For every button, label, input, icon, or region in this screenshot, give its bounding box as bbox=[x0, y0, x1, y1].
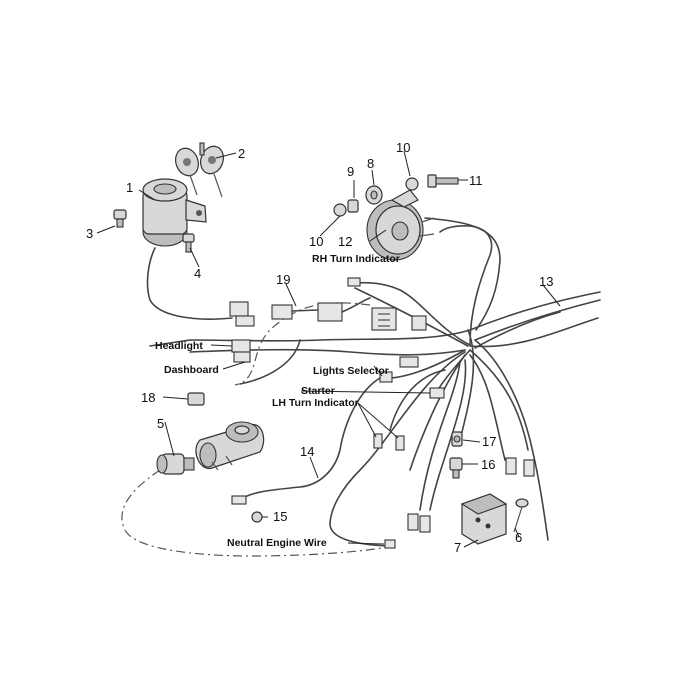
bolt-11 bbox=[427, 174, 459, 188]
callout-10b: 10 bbox=[396, 140, 410, 155]
callout-15: 15 bbox=[273, 509, 287, 524]
starter-relay-connector bbox=[399, 356, 419, 368]
callout-4: 4 bbox=[194, 266, 201, 281]
label-dashboard: Dashboard bbox=[164, 364, 219, 376]
connector-19 bbox=[271, 297, 371, 322]
wire-labels: RH Turn Indicator Headlight Dashboard Li… bbox=[155, 253, 400, 549]
main-wiring-harness bbox=[149, 225, 601, 547]
callout-3: 3 bbox=[86, 226, 93, 241]
harness-end-connector-a bbox=[505, 457, 517, 475]
callout-6: 6 bbox=[515, 530, 522, 545]
sensor-17 bbox=[451, 431, 463, 447]
label-lights-selector: Lights Selector bbox=[313, 365, 389, 377]
callout-17: 17 bbox=[482, 434, 496, 449]
fuse-wire-end bbox=[231, 495, 247, 505]
leader-lines bbox=[96, 150, 561, 548]
relay-box-7 bbox=[460, 493, 508, 545]
washer-10b bbox=[405, 177, 419, 191]
starter-solenoid bbox=[195, 421, 265, 471]
keys bbox=[175, 142, 224, 198]
label-starter: Starter bbox=[301, 385, 335, 397]
ignition-wire bbox=[146, 247, 233, 320]
callout-19: 19 bbox=[276, 272, 290, 287]
horn bbox=[366, 189, 435, 261]
neutral-connector-a bbox=[407, 513, 419, 531]
harness-end-connector-b bbox=[523, 459, 535, 477]
neutral-switch-5 bbox=[156, 453, 195, 475]
part-18 bbox=[187, 392, 205, 406]
callout-9: 9 bbox=[347, 164, 354, 179]
neutral-connector-b bbox=[419, 515, 431, 533]
callout-12: 12 bbox=[338, 234, 352, 249]
callout-11: 11 bbox=[469, 173, 483, 188]
callout-1: 1 bbox=[126, 180, 133, 195]
callout-16: 16 bbox=[481, 457, 495, 472]
headlight-connector bbox=[231, 339, 251, 363]
screw-4 bbox=[182, 233, 195, 253]
label-headlight: Headlight bbox=[155, 340, 203, 352]
callout-13: 13 bbox=[539, 274, 553, 289]
label-rh-turn-indicator: RH Turn Indicator bbox=[312, 253, 400, 265]
starter-connector bbox=[429, 387, 445, 399]
label-lh-turn-indicator: LH Turn Indicator bbox=[272, 397, 359, 409]
screw-3 bbox=[113, 209, 127, 228]
callout-numbers: 1 2 3 4 5 6 7 8 9 10 10 11 12 13 14 15 1… bbox=[86, 140, 553, 555]
callout-10a: 10 bbox=[309, 234, 323, 249]
callout-5: 5 bbox=[157, 416, 164, 431]
callout-8: 8 bbox=[367, 156, 374, 171]
washer-10a bbox=[333, 203, 347, 217]
screw-6 bbox=[513, 498, 529, 533]
spacer-8 bbox=[365, 185, 383, 205]
lh-turn-connector-a bbox=[373, 433, 383, 449]
ignition-connector bbox=[229, 301, 255, 327]
nut-9 bbox=[347, 199, 359, 213]
rh-turn-connector bbox=[347, 277, 361, 287]
switch-16 bbox=[449, 457, 463, 479]
lights-selector-connector bbox=[371, 307, 427, 331]
callout-18: 18 bbox=[141, 390, 155, 405]
lh-turn-connector-b bbox=[395, 435, 405, 451]
neutral-wire-end bbox=[384, 539, 396, 549]
connector-a bbox=[379, 371, 393, 383]
label-neutral-engine-wire: Neutral Engine Wire bbox=[227, 537, 327, 549]
callout-14: 14 bbox=[300, 444, 314, 459]
horn-wire bbox=[424, 217, 501, 331]
washer-15 bbox=[251, 511, 263, 523]
ignition-switch bbox=[142, 178, 207, 247]
callout-2: 2 bbox=[238, 146, 245, 161]
callout-7: 7 bbox=[454, 540, 461, 555]
